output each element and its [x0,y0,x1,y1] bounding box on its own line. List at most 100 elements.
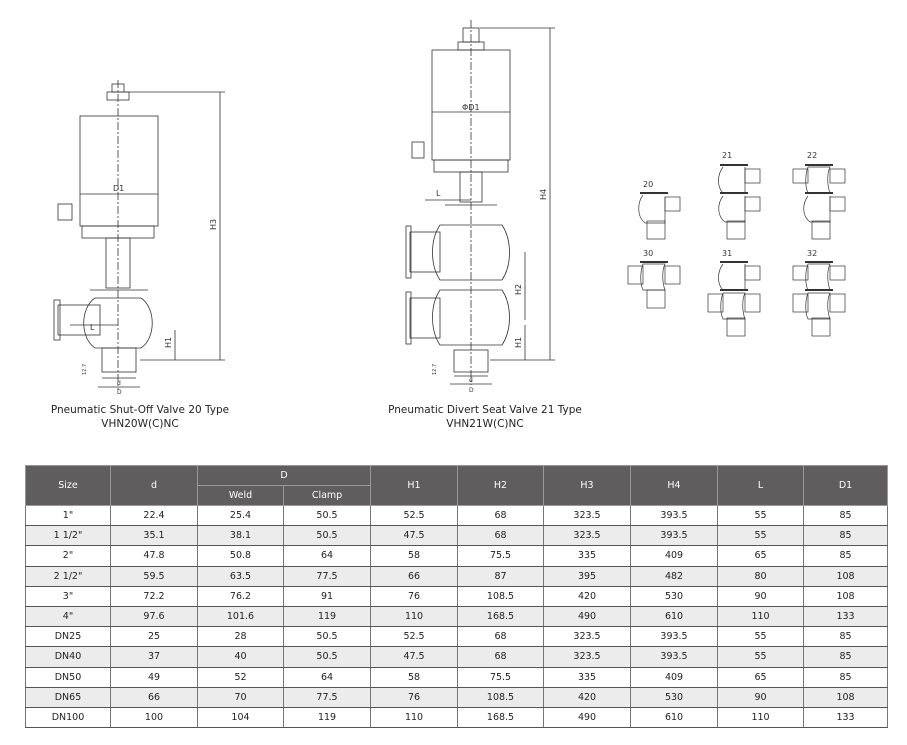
table-cell: 108.5 [457,687,545,708]
table-cell: 335 [543,667,632,688]
label-D: D [469,387,474,394]
table-cell: 68 [457,646,545,668]
table-cell: 108 [803,566,889,587]
config-31 [707,261,761,337]
table-cell: 409 [630,545,719,567]
table-cell: 409 [630,667,719,688]
table-cell: 530 [630,586,719,607]
config-30 [627,261,681,309]
table-cell: DN40 [25,646,111,668]
config-label-21: 21 [722,151,732,160]
table-cell: 47.8 [110,545,198,567]
table-cell: 104 [197,707,284,729]
caption-title: Pneumatic Divert Seat Valve 21 Type [388,404,582,416]
table-cell: 47.5 [370,525,459,547]
table-cell: DN25 [25,626,111,648]
valve-20-drawing: D1 H3 L H1 d D 12.7 [53,80,225,396]
table-cell: 50.5 [282,505,372,527]
table-cell: 4" [25,606,111,628]
config-20 [638,192,681,240]
config-label-22: 22 [807,151,817,160]
table-cell: 323.5 [543,505,632,527]
label-h3: H3 [209,219,218,230]
table-cell: 75.5 [457,667,545,688]
table-cell: 420 [543,586,632,607]
table-cell: 610 [630,707,719,729]
table-cell: 50.8 [197,545,284,567]
table-cell: 55 [717,646,805,668]
label-l: L [436,189,441,198]
table-cell: 393.5 [630,505,719,527]
table-cell: 64 [282,667,372,688]
valve-20-caption: Pneumatic Shut-Off Valve 20 Type VHN20W(… [40,403,240,431]
table-cell: 85 [803,525,889,547]
table-cell: 40 [197,646,284,668]
header-d1: D1 [803,465,889,506]
table-cell: 66 [110,687,198,708]
valve-21-drawing: ΦD1 H4 L H2 H1 d D 12.7 [405,20,555,394]
table-cell: 80 [717,566,805,587]
label-12-7: 12.7 [82,364,88,375]
header-h4: H4 [630,465,719,506]
valve-configurations: 20 21 22 30 31 32 [627,151,846,337]
header-weld: Weld [197,485,284,506]
table-cell: 119 [282,707,372,729]
table-cell: 108 [803,586,889,607]
table-cell: 65 [717,667,805,688]
table-cell: 133 [803,707,889,729]
table-cell: 85 [803,505,889,527]
label-D: D [117,389,122,396]
table-cell: 25 [110,626,198,648]
table-cell: 393.5 [630,646,719,668]
table-cell: 52 [197,667,284,688]
table-cell: 47.5 [370,646,459,668]
table-cell: 610 [630,606,719,628]
label-l: L [90,323,95,332]
table-cell: 420 [543,687,632,708]
table-cell: 110 [717,606,805,628]
table-cell: 110 [370,606,459,628]
table-cell: 168.5 [457,707,545,729]
label-d: d [117,380,121,387]
table-cell: 85 [803,545,889,567]
table-cell: 68 [457,525,545,547]
table-cell: 75.5 [457,545,545,567]
table-cell: 77.5 [282,566,372,587]
table-cell: DN65 [25,687,111,708]
table-cell: 52.5 [370,626,459,648]
table-cell: 65 [717,545,805,567]
table-cell: DN50 [25,667,111,688]
table-cell: 85 [803,626,889,648]
config-label-20: 20 [643,180,653,189]
table-cell: 77.5 [282,687,372,708]
table-cell: 3" [25,586,111,607]
config-label-30: 30 [643,249,653,258]
dimensions-table: Size d D H1 H2 H3 H4 L D1 Weld Clamp 1"2… [25,465,889,729]
caption-model: VHN21W(C)NC [446,418,524,430]
table-cell: 393.5 [630,626,719,648]
table-cell: 55 [717,505,805,527]
table-cell: 110 [717,707,805,729]
header-h3: H3 [543,465,632,506]
config-label-31: 31 [722,249,732,258]
config-32 [792,261,846,337]
table-cell: 25.4 [197,505,284,527]
table-cell: 70 [197,687,284,708]
caption-title: Pneumatic Shut-Off Valve 20 Type [50,404,230,416]
table-cell: 91 [282,586,372,607]
table-cell: 323.5 [543,525,632,547]
table-cell: 50.5 [282,626,372,648]
header-d: d [110,465,198,506]
config-21 [718,164,761,240]
table-cell: 22.4 [110,505,198,527]
table-cell: 2" [25,545,111,567]
